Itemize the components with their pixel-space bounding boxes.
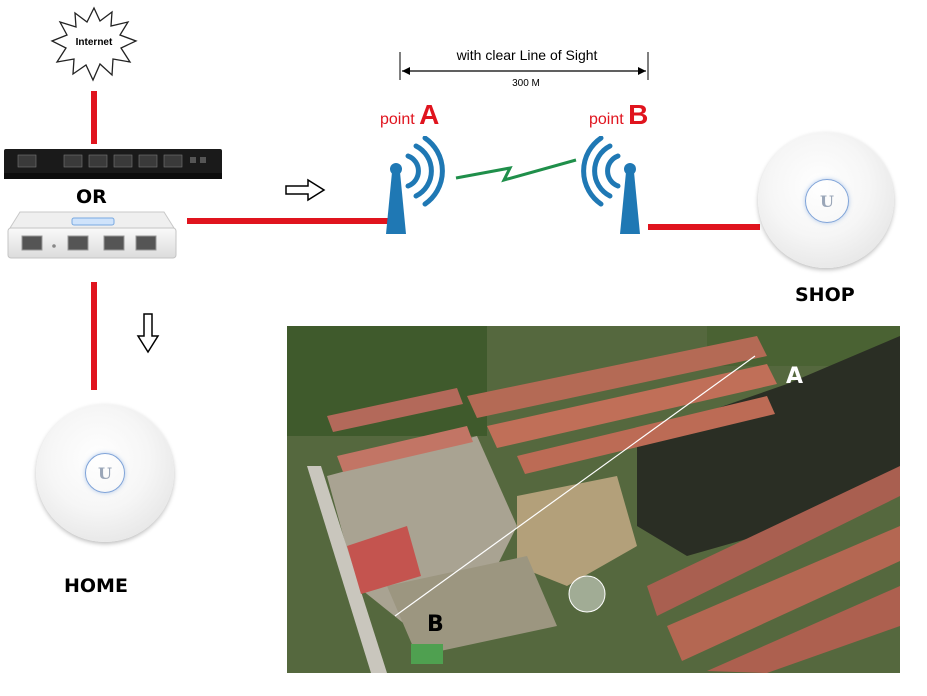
access-point-icon: U [85, 453, 125, 493]
shop-label: SHOP [795, 284, 855, 306]
antenna-icon [581, 136, 640, 234]
wireless-link-line [455, 158, 577, 183]
map-point-b-label: B [427, 612, 444, 637]
home-access-point: U [36, 404, 174, 542]
distance-dimension-line [399, 52, 649, 80]
arrow-down-icon [136, 313, 160, 354]
internet-cloud-icon [50, 6, 138, 82]
point-a-word: point [380, 111, 415, 128]
shop-access-point: U [758, 132, 894, 268]
wired-link-line-to-shop [648, 224, 760, 230]
map-point-a-label: A [786, 364, 804, 389]
router-icon [4, 149, 222, 179]
antenna-icon [386, 136, 445, 234]
point-b-label: point B [589, 99, 648, 131]
internet-uplink-line [91, 91, 97, 144]
point-b-word: point [589, 111, 624, 128]
distance-label: 300 M [512, 78, 540, 89]
point-b-letter: B [628, 99, 649, 130]
or-label: OR [76, 186, 107, 208]
line-of-sight-label: with clear Line of Sight [456, 47, 598, 63]
point-a-label: point A [380, 99, 439, 131]
wired-link-line-to-point-a [187, 218, 388, 224]
point-a-letter: A [419, 99, 440, 130]
internet-label: Internet [75, 37, 113, 48]
gateway-icon [7, 211, 177, 259]
wired-link-line-to-home [91, 282, 97, 390]
home-label: HOME [64, 575, 128, 597]
arrow-right-icon [285, 178, 326, 202]
satellite-map: A B [287, 326, 900, 673]
access-point-icon: U [805, 179, 849, 223]
satellite-map-image [287, 326, 900, 673]
